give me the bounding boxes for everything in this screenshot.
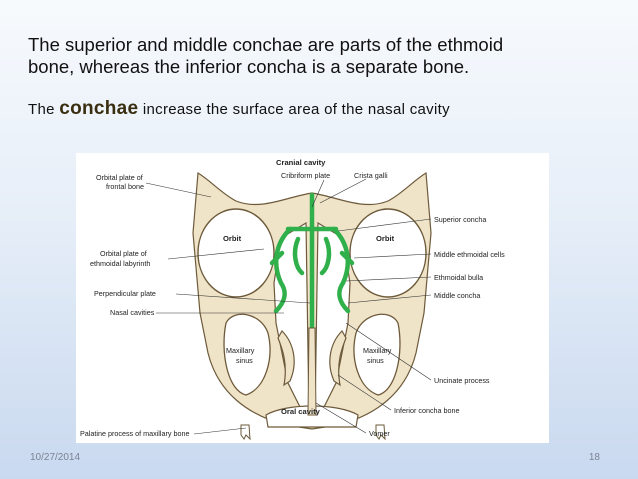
label-cribriform-plate: Cribriform plate [281,171,330,180]
label-orbit-right: Orbit [376,234,395,243]
subtitle-prefix: The [28,101,60,118]
right-inferior-concha [329,330,347,387]
label-maxillary-sinus-right-2: sinus [367,356,384,365]
subtitle: The conchae increase the surface area of… [28,98,618,121]
slide-text: The superior and middle conchae are part… [28,34,618,121]
slide-page-number: 18 [588,452,600,463]
label-crista-galli: Crista galli [354,171,388,180]
label-nasal-cavities: Nasal cavities [110,308,155,317]
label-orbital-plate-ethmoid-2: ethmoidal labyrinth [90,259,150,268]
label-inferior-concha-bone: Inferior concha bone [394,406,460,415]
diagram-svg: Cranial cavity Cribriform plate Crista g… [80,158,505,441]
left-maxillary-sinus [223,313,271,396]
label-uncinate-process: Uncinate process [434,376,490,385]
ethmoid-bone [269,192,355,331]
subtitle-suffix: increase the surface area of the nasal c… [138,101,450,118]
label-palatine-process: Palatine process of maxillary bone [80,429,189,438]
label-perpendicular-plate: Perpendicular plate [94,289,156,298]
left-orbit [197,208,275,298]
label-orbital-plate-frontal-2: frontal bone [106,182,144,191]
right-maxillary-sinus [353,313,401,396]
subtitle-bold-term: conchae [59,98,139,119]
label-vomer: Vomer [369,429,390,438]
label-cranial-cavity: Cranial cavity [276,158,326,167]
vomer-bone [307,327,317,416]
oral-cavity-region [265,405,359,428]
label-oral-cavity: Oral cavity [281,407,321,416]
leader-lines [145,178,432,435]
nasal-cavity-diagram: Cranial cavity Cribriform plate Crista g… [76,153,549,443]
label-ethmoidal-bulla: Ethmoidal bulla [434,273,483,282]
label-maxillary-sinus-left-2: sinus [236,356,253,365]
label-orbit-left: Orbit [223,234,242,243]
label-superior-concha: Superior concha [434,215,486,224]
right-orbit [349,208,427,298]
slide-date: 10/27/2014 [30,452,81,463]
title-line-1: The superior and middle conchae are part… [28,34,504,55]
label-maxillary-sinus-left-1: Maxillary [226,346,255,355]
left-tooth [240,424,251,441]
label-maxillary-sinus-right-1: Maxillary [363,346,392,355]
left-inferior-concha [277,330,295,387]
label-middle-ethmoidal-cells: Middle ethmoidal cells [434,250,505,259]
label-middle-concha: Middle concha [434,291,480,300]
title-line-2: bone, whereas the inferior concha is a s… [28,56,470,77]
right-tooth [375,424,386,441]
label-orbital-plate-ethmoid-1: Orbital plate of [100,249,147,258]
label-orbital-plate-frontal-1: Orbital plate of [96,173,143,182]
